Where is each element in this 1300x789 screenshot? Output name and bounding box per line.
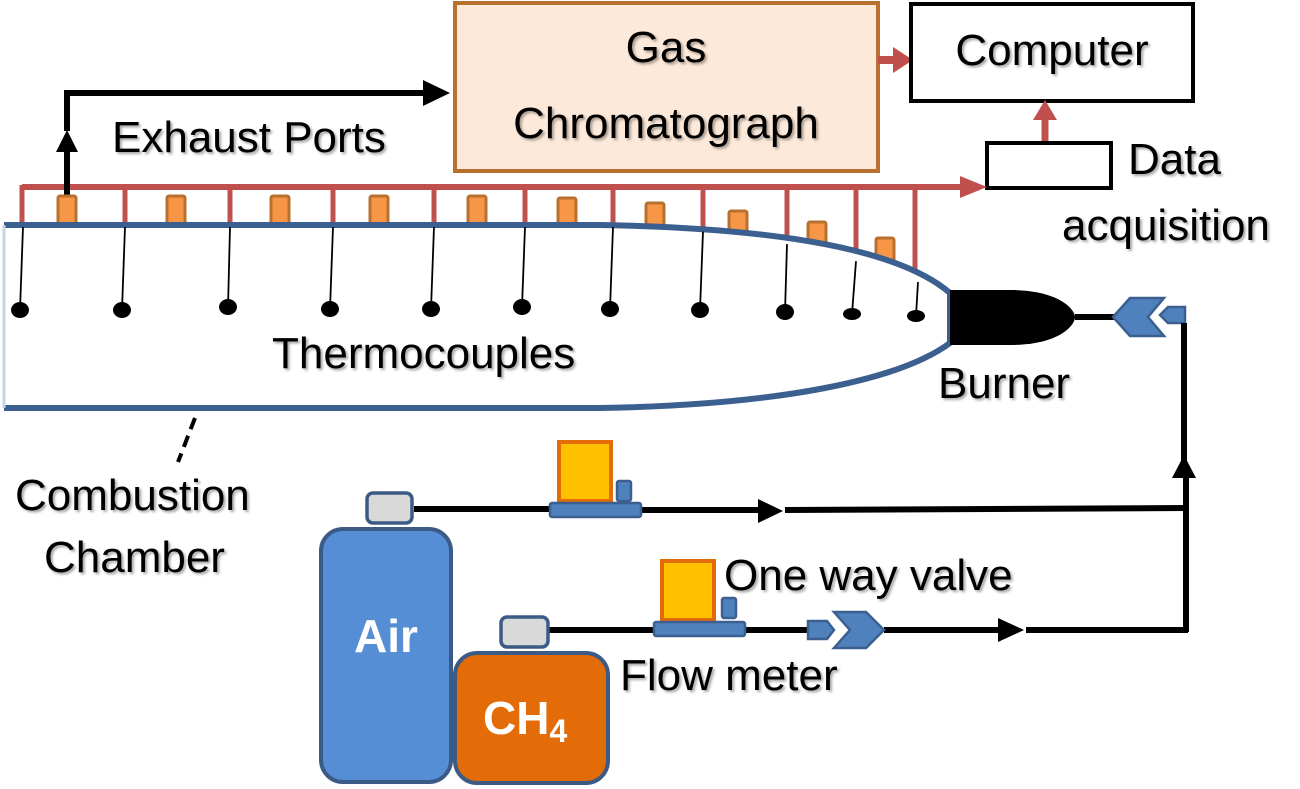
ch4-main: CH bbox=[483, 692, 549, 744]
thermocouple-bead bbox=[321, 301, 339, 317]
thermocouple-bead bbox=[776, 304, 794, 320]
air-tank-label: Air bbox=[354, 610, 418, 662]
gas-chromatograph-label-2: Chromatograph bbox=[513, 99, 819, 148]
computer: Computer bbox=[909, 2, 1195, 103]
thermocouple bbox=[11, 226, 29, 318]
thermocouple bbox=[843, 261, 861, 320]
thermocouple bbox=[321, 226, 339, 317]
data-acquisition-label-2: acquisition bbox=[1062, 201, 1270, 250]
thermocouple-wire bbox=[699, 231, 704, 311]
thermocouple bbox=[601, 227, 619, 317]
exhaust-ports-label: Exhaust Ports bbox=[112, 113, 386, 162]
thermocouple-bead bbox=[513, 299, 531, 315]
thermocouple-wire bbox=[851, 261, 857, 315]
ch4-subscript: 4 bbox=[549, 713, 567, 749]
thermocouple-bead bbox=[907, 310, 925, 322]
air-line bbox=[414, 499, 1187, 523]
thermocouple bbox=[513, 226, 531, 315]
combustion-chamber-label-2: Chamber bbox=[44, 533, 225, 582]
thermocouple-bead bbox=[422, 301, 440, 317]
thermocouple bbox=[113, 226, 131, 318]
thermocouple-wire bbox=[521, 226, 526, 308]
exhaust-line: Exhaust Ports bbox=[56, 80, 450, 195]
signal-bus-drops bbox=[19, 185, 918, 269]
ch4-flow-meter bbox=[652, 559, 747, 638]
thermocouple-bead bbox=[11, 302, 29, 318]
computer-label: Computer bbox=[955, 26, 1148, 75]
one-way-valve-label: One way valve bbox=[724, 551, 1013, 600]
thermocouple-bead bbox=[601, 301, 619, 317]
flow-meter-label: Flow meter bbox=[620, 651, 838, 700]
burner: Burner bbox=[938, 290, 1115, 408]
thermocouple-wire bbox=[609, 227, 614, 310]
thermocouple-wire bbox=[784, 244, 788, 313]
thermocouple-bead bbox=[219, 299, 237, 315]
thermocouples bbox=[11, 226, 925, 322]
thermocouple-bead bbox=[843, 308, 861, 320]
thermocouple-wire bbox=[121, 226, 126, 311]
air-flow-meter bbox=[548, 440, 643, 519]
thermocouple-signal-bus bbox=[19, 176, 987, 269]
data-acquisition: Data acquisition bbox=[985, 135, 1270, 250]
thermocouple bbox=[907, 282, 925, 322]
data-acquisition-label-1: Data bbox=[1128, 135, 1221, 184]
thermocouple-wire bbox=[329, 226, 334, 310]
burner-inlet-check-valve bbox=[1111, 296, 1187, 338]
thermocouple-wire bbox=[430, 226, 435, 310]
thermocouple-wire bbox=[227, 226, 231, 308]
thermocouple bbox=[219, 226, 237, 315]
thermocouple-bead bbox=[691, 302, 709, 318]
air-tank: Air bbox=[319, 491, 453, 784]
thermocouple-bead bbox=[113, 302, 131, 318]
combustion-chamber: Thermocouples bbox=[2, 222, 953, 411]
thermocouple bbox=[691, 231, 709, 318]
ch4-line bbox=[548, 618, 1188, 642]
ch4-tank: CH4 bbox=[453, 615, 610, 785]
daq-to-computer-arrow bbox=[1033, 100, 1057, 142]
gc-to-computer-arrow bbox=[878, 47, 913, 73]
combustion-chamber-callout: Combustion Chamber bbox=[15, 417, 250, 582]
thermocouple bbox=[776, 244, 794, 320]
gas-chromatograph-label-1: Gas bbox=[626, 23, 707, 72]
combustion-chamber-label-1: Combustion bbox=[15, 471, 250, 520]
one-way-valve bbox=[806, 610, 886, 650]
thermocouple bbox=[422, 226, 440, 317]
burner-label: Burner bbox=[938, 359, 1070, 408]
gas-chromatograph: Gas Chromatograph bbox=[453, 1, 880, 173]
ch4-tank-label: CH4 bbox=[483, 692, 567, 749]
burner-supply-line bbox=[1172, 323, 1196, 632]
thermocouple-wire bbox=[19, 226, 24, 311]
thermocouples-label: Thermocouples bbox=[272, 329, 575, 378]
